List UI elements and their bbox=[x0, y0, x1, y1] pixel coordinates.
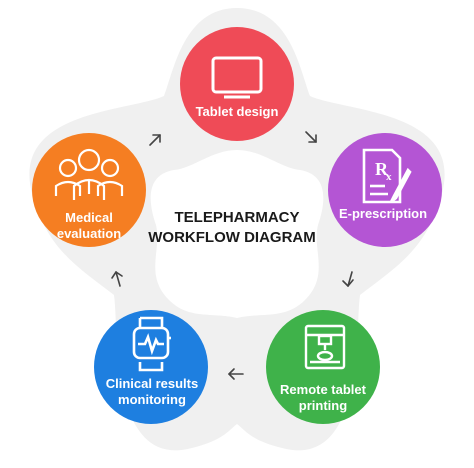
svg-text:R: R bbox=[375, 159, 389, 179]
diagram-title-line2: WORKFLOW DIAGRAM bbox=[148, 229, 315, 246]
arrow-monitoring-to-evaluation bbox=[111, 271, 123, 287]
node-label-line2: evaluation bbox=[57, 226, 121, 241]
node-tablet-design: Tablet design bbox=[180, 27, 294, 141]
node-label-line1: E-prescription bbox=[339, 206, 427, 221]
tablet-icon bbox=[211, 56, 263, 99]
doctors-icon bbox=[54, 148, 124, 200]
node-medical-evaluation: Medical evaluation bbox=[32, 133, 146, 247]
arrow-tablet-to-eprescription bbox=[305, 131, 317, 143]
node-e-prescription: R x E-prescription bbox=[328, 133, 442, 247]
ring-inner bbox=[150, 150, 324, 318]
node-label-line2: monitoring bbox=[118, 392, 186, 407]
smartwatch-icon bbox=[132, 316, 171, 372]
node-remote-tablet-printing: Remote tablet printing bbox=[266, 310, 380, 424]
node-circle bbox=[94, 310, 208, 424]
3d-printer-icon bbox=[304, 324, 346, 370]
node-label-line1: Clinical results bbox=[106, 376, 198, 391]
arrow-evaluation-to-tablet bbox=[149, 134, 161, 146]
arrow-eprescription-to-printing bbox=[342, 271, 354, 287]
node-label-line2: printing bbox=[299, 398, 347, 413]
node-label-line1: Remote tablet bbox=[280, 382, 367, 397]
node-label-line1: Tablet design bbox=[196, 104, 279, 119]
node-clinical-results-monitoring: Clinical results monitoring bbox=[94, 310, 208, 424]
node-circle bbox=[180, 27, 294, 141]
node-label-line1: Medical bbox=[65, 210, 113, 225]
node-circle bbox=[328, 133, 442, 247]
diagram-title-line1: TELEPHARMACY bbox=[174, 209, 299, 226]
arrow-printing-to-monitoring bbox=[228, 368, 244, 380]
svg-text:x: x bbox=[386, 171, 392, 183]
flow-arrows bbox=[111, 131, 354, 380]
prescription-icon: R x bbox=[362, 148, 412, 204]
